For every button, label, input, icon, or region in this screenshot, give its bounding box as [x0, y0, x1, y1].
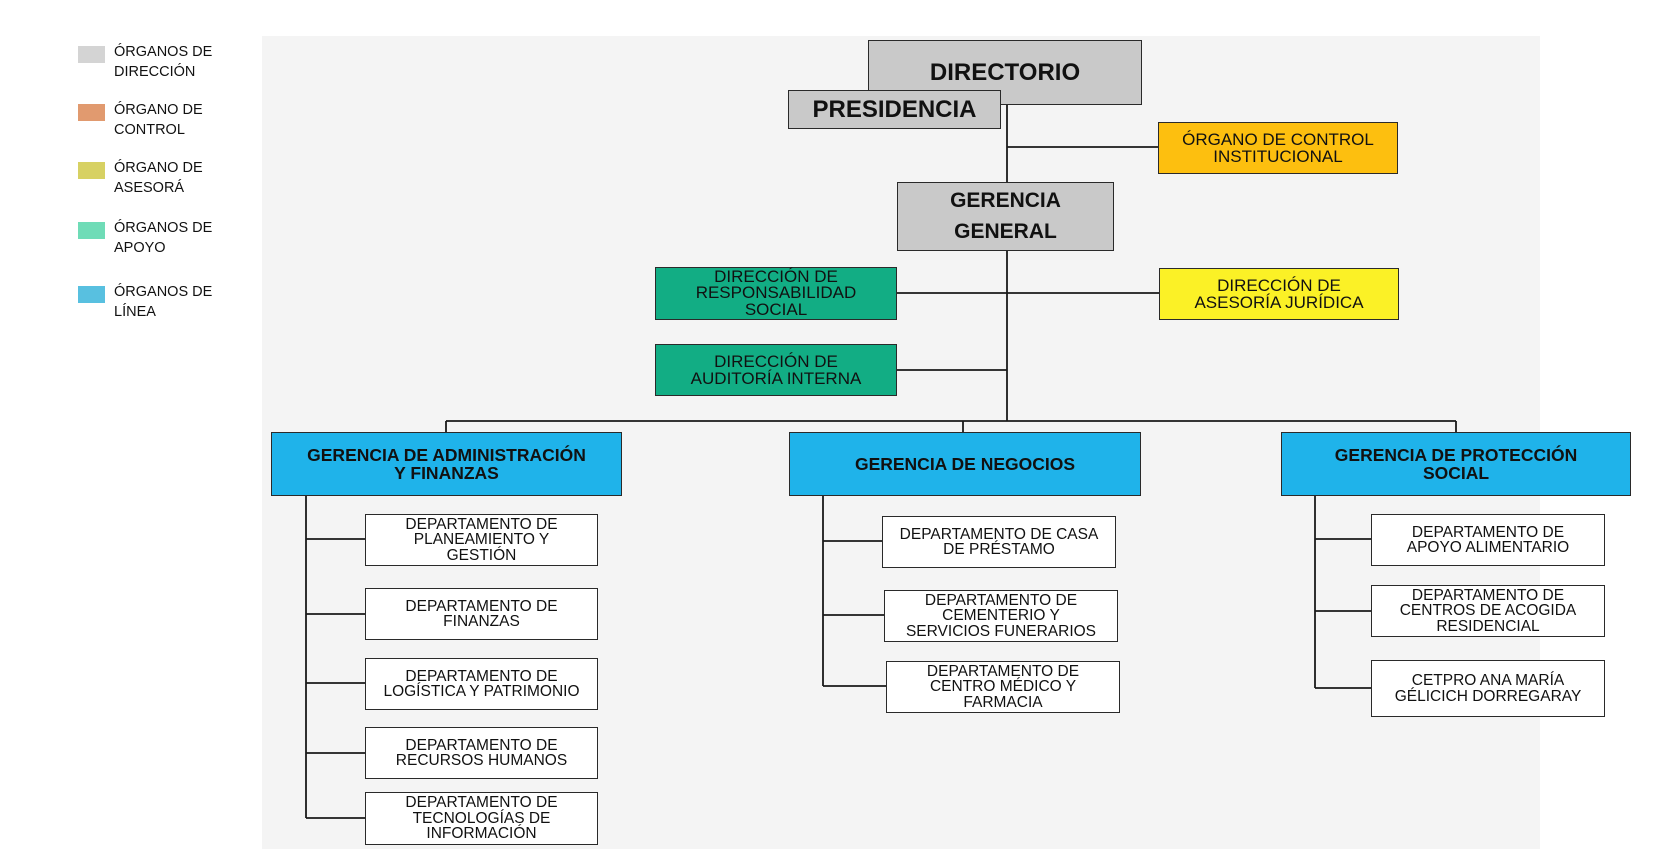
box-presidencia-label: PRESIDENCIA: [812, 95, 977, 123]
box-dept-logistica: DEPARTAMENTO DE LOGÍSTICA Y PATRIMONIO: [365, 658, 598, 710]
legend-label-apoyo: ÓRGANOS DE APOYO: [114, 220, 213, 256]
box-organo-control: ÓRGANO DE CONTROL INSTITUCIONAL: [1158, 122, 1398, 174]
box-dept-planeamiento-label: DEPARTAMENTO DE PLANEAMIENTO Y GESTIÓN: [405, 515, 558, 564]
box-dept-apoyo-alimentario-label: DEPARTAMENTO DE APOYO ALIMENTARIO: [1406, 523, 1570, 556]
box-dept-recursos-humanos: DEPARTAMENTO DE RECURSOS HUMANOS: [365, 727, 598, 779]
box-dept-cementerio-label: DEPARTAMENTO DE CEMENTERIO Y SERVICIOS F…: [905, 591, 1097, 640]
legend-swatch-direccion: [78, 46, 105, 63]
box-dept-centros-acogida-label: DEPARTAMENTO DE CENTROS DE ACOGIDA RESID…: [1399, 586, 1577, 635]
box-responsabilidad-social: DIRECCIÓN DE RESPONSABILIDAD SOCIAL: [655, 267, 897, 320]
legend-swatch-apoyo: [78, 222, 105, 239]
legend-label-linea: ÓRGANOS DE LÍNEA: [114, 284, 213, 320]
box-dept-cementerio: DEPARTAMENTO DE CEMENTERIO Y SERVICIOS F…: [884, 590, 1118, 642]
box-gerencia-administracion-label: GERENCIA DE ADMINISTRACIÓN Y FINANZAS: [307, 444, 586, 483]
box-presidencia: PRESIDENCIA: [788, 90, 1001, 129]
legend-label-direccion: ÓRGANOS DE DIRECCIÓN: [114, 44, 213, 80]
box-dept-casa-prestamo: DEPARTAMENTO DE CASA DE PRÉSTAMO: [882, 516, 1116, 568]
box-gerencia-negocios-label: GERENCIA DE NEGOCIOS: [854, 453, 1076, 474]
box-dept-casa-prestamo-label: DEPARTAMENTO DE CASA DE PRÉSTAMO: [899, 525, 1099, 558]
box-gerencia-general-label: GERENCIA GENERAL: [950, 189, 1061, 243]
box-gerencia-negocios: GERENCIA DE NEGOCIOS: [789, 432, 1141, 496]
legend-label-control: ÓRGANO DE CONTROL: [114, 102, 203, 138]
box-dept-tecnologias-label: DEPARTAMENTO DE TECNOLOGÍAS DE INFORMACI…: [405, 794, 558, 843]
box-dept-centro-medico-label: DEPARTAMENTO DE CENTRO MÉDICO Y FARMACIA: [926, 662, 1080, 711]
box-gerencia-general: GERENCIA GENERAL: [897, 182, 1114, 251]
legend-swatch-linea: [78, 286, 105, 303]
box-dept-tecnologias: DEPARTAMENTO DE TECNOLOGÍAS DE INFORMACI…: [365, 792, 598, 845]
legend: ÓRGANOS DE DIRECCIÓN ÓRGANO DE CONTROL Ó…: [78, 36, 248, 326]
legend-swatch-asesoria: [78, 162, 105, 179]
box-asesoria-juridica: DIRECCIÓN DE ASESORÍA JURÍDICA: [1159, 268, 1399, 320]
box-dept-apoyo-alimentario: DEPARTAMENTO DE APOYO ALIMENTARIO: [1371, 514, 1605, 566]
box-dept-cetpro-label: CETPRO ANA MARÍA GÉLICICH DORREGARAY: [1394, 672, 1582, 705]
box-dept-centros-acogida: DEPARTAMENTO DE CENTROS DE ACOGIDA RESID…: [1371, 585, 1605, 637]
box-organo-control-label: ÓRGANO DE CONTROL INSTITUCIONAL: [1182, 130, 1374, 166]
box-auditoria-interna: DIRECCIÓN DE AUDITORÍA INTERNA: [655, 344, 897, 396]
box-dept-finanzas-label: DEPARTAMENTO DE FINANZAS: [405, 597, 558, 630]
box-dept-centro-medico: DEPARTAMENTO DE CENTRO MÉDICO Y FARMACIA: [886, 661, 1120, 713]
legend-label-asesoria: ÓRGANO DE ASESORÁ: [114, 160, 203, 196]
box-dept-planeamiento: DEPARTAMENTO DE PLANEAMIENTO Y GESTIÓN: [365, 514, 598, 566]
box-directorio-label: DIRECTORIO: [929, 58, 1081, 86]
box-responsabilidad-social-label: DIRECCIÓN DE RESPONSABILIDAD SOCIAL: [695, 267, 857, 319]
box-asesoria-juridica-label: DIRECCIÓN DE ASESORÍA JURÍDICA: [1194, 276, 1364, 312]
box-dept-cetpro: CETPRO ANA MARÍA GÉLICICH DORREGARAY: [1371, 660, 1605, 717]
box-dept-logistica-label: DEPARTAMENTO DE LOGÍSTICA Y PATRIMONIO: [383, 667, 580, 700]
box-dept-recursos-humanos-label: DEPARTAMENTO DE RECURSOS HUMANOS: [395, 736, 568, 769]
box-gerencia-proteccion-label: GERENCIA DE PROTECCIÓN SOCIAL: [1334, 444, 1578, 483]
box-dept-finanzas: DEPARTAMENTO DE FINANZAS: [365, 588, 598, 640]
box-gerencia-proteccion: GERENCIA DE PROTECCIÓN SOCIAL: [1281, 432, 1631, 496]
legend-swatch-control: [78, 104, 105, 121]
box-gerencia-administracion: GERENCIA DE ADMINISTRACIÓN Y FINANZAS: [271, 432, 622, 496]
box-auditoria-interna-label: DIRECCIÓN DE AUDITORÍA INTERNA: [690, 352, 862, 388]
